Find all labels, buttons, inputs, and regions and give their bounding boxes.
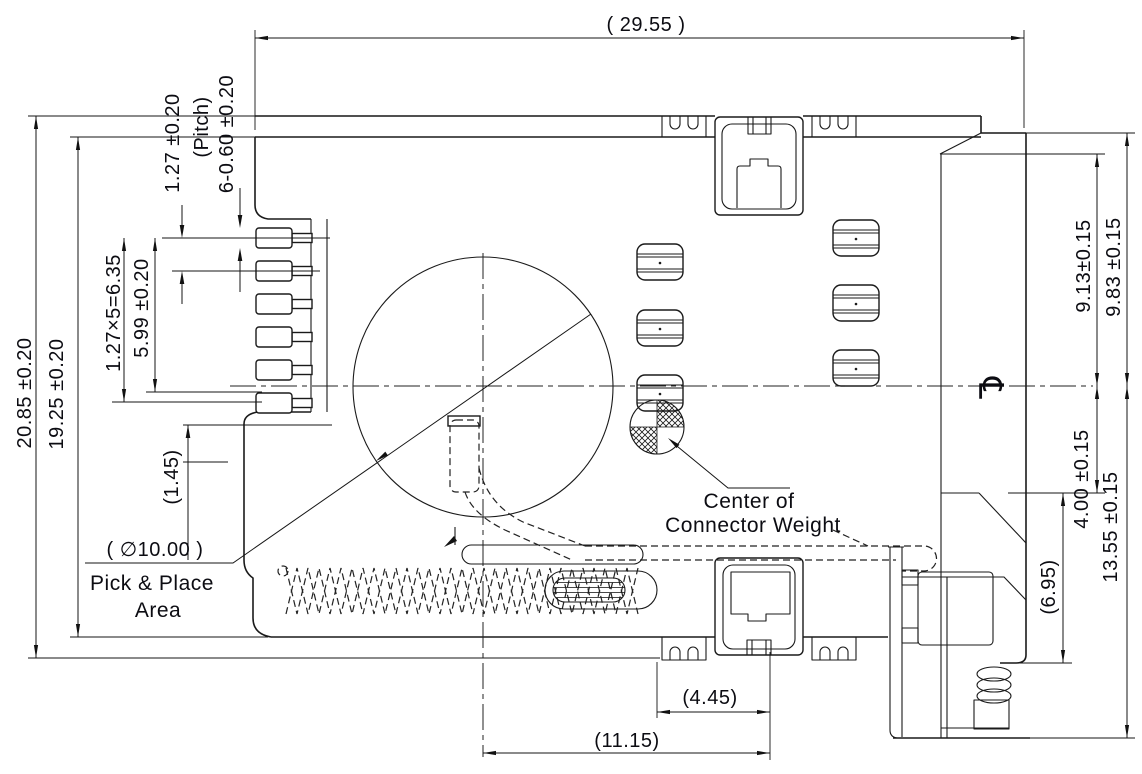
weight-label-1: Center of bbox=[704, 490, 795, 513]
dim-height-total: 20.85 ±0.20 bbox=[14, 337, 36, 448]
contact-pads bbox=[636, 219, 880, 412]
dim-width-total: ( 29.55 ) bbox=[607, 14, 686, 36]
dim-lever-gap: (1.45) bbox=[161, 449, 183, 504]
dim-pitch: 1.27 ±0.20 bbox=[162, 93, 184, 192]
centerline-symbol: ℄ bbox=[971, 376, 1009, 399]
slide-slots bbox=[461, 544, 658, 610]
weight-label-2: Connector Weight bbox=[665, 514, 841, 537]
dim-bracket-height: (6.95) bbox=[1038, 559, 1060, 614]
dim-lower-right-step: 4.00 ±0.15 bbox=[1071, 429, 1093, 528]
centerlines bbox=[230, 253, 1093, 757]
actuator-lever-hidden bbox=[444, 415, 938, 572]
pad bbox=[636, 374, 684, 412]
weight-center-symbol bbox=[629, 399, 685, 455]
dim-pitch-total: 1.27×5=6.35 bbox=[103, 254, 125, 372]
dim-upper-right-outer: 9.83 ±0.15 bbox=[1103, 217, 1125, 316]
pick-place-label-1: Pick & Place bbox=[90, 572, 214, 595]
pad bbox=[636, 243, 684, 281]
terminal-pins bbox=[255, 227, 313, 414]
pad bbox=[636, 309, 684, 347]
dim-pin-width: 6-0.60 ±0.20 bbox=[216, 75, 238, 193]
dim-height-body: 19.25 ±0.20 bbox=[46, 338, 68, 449]
dim-lower-right-total: 13.55 ±0.15 bbox=[1100, 471, 1122, 582]
dimension-texts: ( 29.55 ) 1.27 ±0.20 (Pitch) 6-0.60 ±0.2… bbox=[14, 14, 1125, 752]
dim-pitch-note: (Pitch) bbox=[191, 96, 213, 157]
dim-pick-diameter: ( ∅10.00 ) bbox=[107, 539, 204, 561]
right-bracket bbox=[888, 492, 1030, 739]
dim-pin-span: 5.99 ±0.20 bbox=[131, 258, 153, 357]
pick-place-label-2: Area bbox=[135, 599, 181, 622]
dim-lever-offset: (11.15) bbox=[594, 730, 659, 752]
leader-lines bbox=[85, 313, 790, 564]
bottom-connector-block bbox=[661, 557, 857, 661]
pad bbox=[832, 219, 880, 257]
spring-coil bbox=[277, 565, 639, 615]
top-connector-block bbox=[661, 115, 857, 216]
dimension-lines bbox=[28, 30, 1135, 760]
dim-weight-offset: (4.45) bbox=[682, 687, 737, 709]
pad bbox=[832, 284, 880, 322]
dim-upper-right-inner: 9.13±0.15 bbox=[1073, 219, 1095, 312]
pad bbox=[832, 349, 880, 387]
